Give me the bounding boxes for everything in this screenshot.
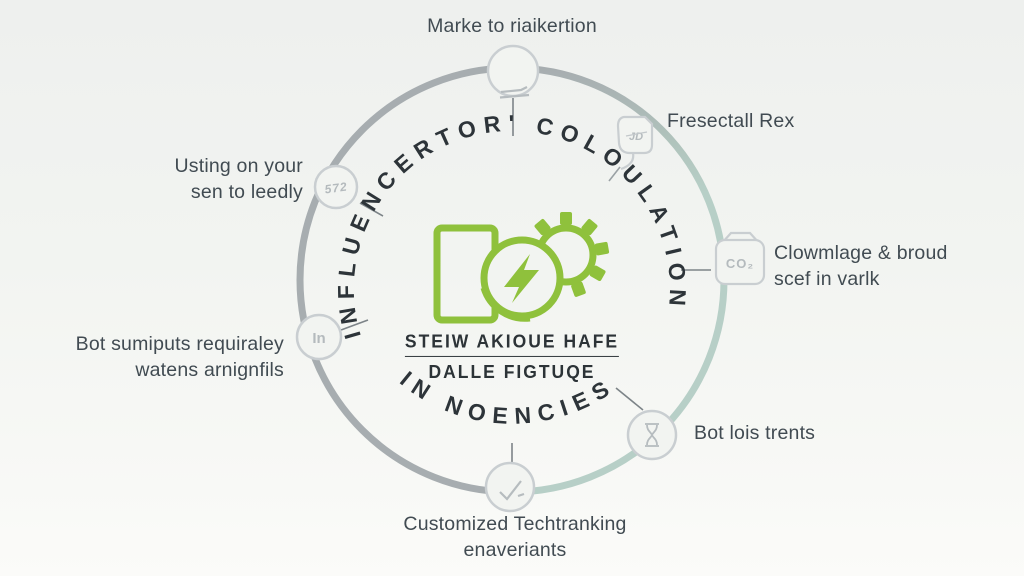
label-hourglass: Bot lois trents — [694, 422, 816, 444]
label-package-line2: scef in varlk — [774, 268, 880, 290]
check-icon — [499, 480, 525, 501]
node-in: In — [295, 313, 343, 361]
label-check-line1: Customized Techtranking — [403, 513, 627, 535]
node-top — [486, 44, 540, 99]
connector-hourglass — [615, 387, 644, 411]
speech-bubble-icon — [616, 115, 654, 155]
lightning-bolt-icon — [504, 254, 539, 303]
hourglass-icon — [645, 423, 659, 447]
label-in-line2: watens arnignfils — [135, 359, 284, 381]
speech-tail-line — [608, 166, 621, 182]
in-icon: In — [312, 330, 325, 347]
label-check: Customized Techtranking enaveriants — [403, 511, 626, 563]
label-speech: Fresectall Rex — [667, 110, 795, 132]
label-top: Marke to riaikertion — [427, 15, 597, 37]
pen-scribble-icon: 572 — [324, 179, 349, 196]
node-check — [484, 461, 536, 513]
package-box-icon — [714, 238, 766, 286]
label-pen: Usting on your sen to leedly — [174, 153, 303, 205]
label-pen-line1: Usting on your — [174, 155, 303, 177]
node-speech: JD — [608, 115, 654, 182]
connector-lines — [340, 98, 711, 465]
node-package: CO₂ — [714, 231, 766, 286]
speech-scribble-line — [625, 131, 648, 137]
connector-in — [340, 319, 369, 331]
ring-left-arc — [296, 64, 513, 496]
center-title-line2: DALLE FIGTUQE — [428, 361, 596, 383]
label-package: Clowmlage & broud scef in varlk — [774, 240, 948, 292]
label-in: Bot sumiputs requiraley watens arnignfil… — [76, 331, 284, 383]
label-in-line1: Bot sumiputs requiraley — [75, 333, 284, 355]
center-title: STEIW AKIOUE HAFE DALLE FIGTUQE — [404, 331, 620, 384]
sliders-icon — [499, 86, 530, 99]
speech-bubble-tail — [620, 152, 635, 171]
center-logo — [433, 212, 610, 324]
label-pen-line2: sen to leedly — [190, 181, 303, 203]
center-title-line1: STEIW AKIOUE HAFE — [404, 331, 620, 357]
co2-label: CO₂ — [726, 256, 754, 271]
label-package-line1: Clowmlage & broud — [774, 242, 948, 264]
node-hourglass — [626, 409, 678, 461]
connector-pen — [359, 202, 384, 217]
label-check-line2: enaveriants — [463, 539, 567, 561]
node-pen: 572 — [313, 164, 359, 210]
